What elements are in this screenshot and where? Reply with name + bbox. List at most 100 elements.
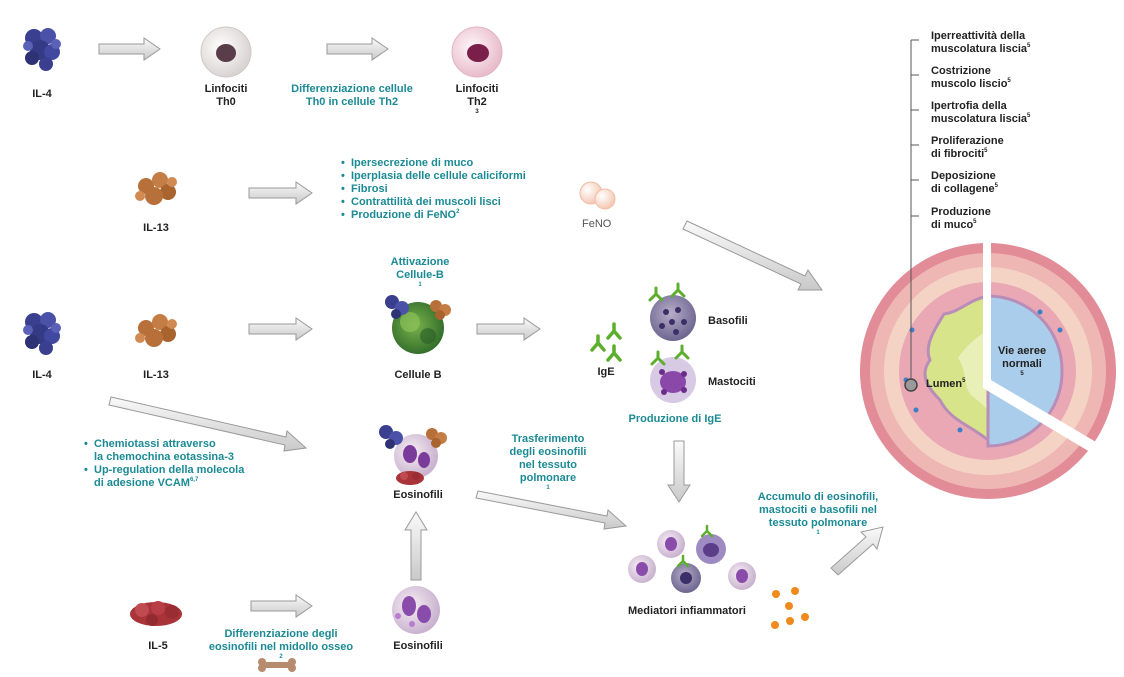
lumen-text: Lumen: [926, 378, 963, 390]
airway-effect-sup: 5: [1007, 78, 1011, 84]
il13-protein-icon-mid: [135, 314, 177, 347]
airway-effect-text: di muco: [931, 219, 974, 231]
airway-effect-text: Iperreattività della: [931, 30, 1026, 42]
lumen-sup: 5: [962, 378, 966, 384]
airway-effect-text: Deposizione: [931, 170, 996, 182]
arrow-il13-effects: [248, 181, 313, 205]
airway-effect-sup: 5: [994, 183, 998, 189]
il4-effect-text: Up-regulation della molecola: [94, 464, 245, 476]
arrow-th0-to-th2: [326, 37, 389, 61]
b-cells-label: Cellule B: [394, 369, 442, 381]
il4-effect-text: la chemochina eotassina-3: [94, 451, 234, 463]
b-activation-text: Cellule-B: [396, 269, 444, 281]
mast-cell-icon: [650, 344, 696, 403]
feno-bubbles-icon: [579, 181, 616, 210]
airway-effect-line: di fibrociti5: [931, 148, 1004, 161]
arrow-mediators-to-airway: [830, 526, 884, 576]
airway-effect-line: di muco5: [931, 219, 991, 232]
airway-effect-text: muscolatura liscia: [931, 43, 1027, 55]
accumulation-line-1: Accumulo di eosinofili,: [757, 491, 879, 503]
airway-effect-text: Proliferazione: [931, 135, 1004, 147]
eosinophil-icon: [392, 586, 440, 634]
th0-label: Linfociti Th0: [196, 83, 256, 109]
il4-label-mid: IL-4: [32, 369, 52, 381]
il5-differentiation-label: Differenziazione degli eosinofili nel mi…: [196, 628, 366, 667]
il13-effect-item: Contrattilità dei muscoli lisci: [341, 196, 561, 209]
eos-transfer-text: polmonare: [519, 472, 577, 484]
il4-effect-text: di adesione VCAM: [94, 477, 190, 489]
il13-effect-item: Fibrosi: [341, 183, 561, 196]
il13-effect-item: Ipersecrezione di muco: [341, 157, 561, 170]
il13-effect-text: Produzione di FeNO: [351, 209, 457, 221]
airway-effect-line: Iperreattività della: [931, 30, 1030, 43]
il4-effect-line: la chemochina eotassina-3: [94, 451, 284, 464]
eos-transfer-line-2: degli eosinofili: [509, 446, 587, 458]
il13-effect-item: Produzione di FeNO2: [341, 209, 561, 222]
arrow-il4-to-th0: [98, 37, 161, 61]
il4-effect-line: Chemiotassi attraverso: [94, 438, 284, 451]
il5-label: IL-5: [148, 640, 168, 652]
ige-production-label: Produzione di IgE: [628, 413, 722, 425]
arrow-eosinophil-up: [404, 511, 428, 581]
normal-airway-line-1: Vie aeree: [997, 345, 1047, 357]
il13-effects-list: Ipersecrezione di mucoIperplasia delle c…: [341, 157, 561, 222]
airway-effect-sup: 5: [1027, 43, 1031, 49]
il5-diff-line-1: Differenziazione degli: [224, 628, 338, 640]
airway-effect-line: Ipertrofia della: [931, 100, 1030, 113]
il4-protein-icon-mid: [23, 312, 61, 355]
il13-label-top: IL-13: [143, 222, 169, 234]
il13-effect-sup: 2: [456, 209, 460, 215]
eos-transfer-sup: 1: [546, 485, 550, 491]
arrow-il13-to-bcells: [248, 317, 313, 341]
accumulation-label: Accumulo di eosinofili, mastociti e baso…: [748, 491, 888, 543]
airway-effect-line: Proliferazione: [931, 135, 1004, 148]
th0-label-line-1: Linfociti: [204, 83, 248, 95]
airway-effect-text: di fibrociti: [931, 148, 985, 160]
airway-effect-text: Ipertrofia della: [931, 100, 1007, 112]
feno-label: FeNO: [582, 218, 612, 230]
th2-label-text: Th2: [467, 96, 487, 108]
th0-diff-line-2: Th0 in cellule Th2: [305, 96, 399, 108]
airway-effect-line: Costrizione: [931, 65, 1011, 78]
il13-effect-text: Ipersecrezione di muco: [351, 157, 474, 169]
th0-label-line-2: Th0: [216, 96, 236, 108]
mediator-particles-icon: [771, 587, 809, 629]
airway-effect-line: di collagene5: [931, 183, 998, 196]
airway-effect-text: di collagene: [931, 183, 995, 195]
arrow-eosinophils-to-mediators: [475, 490, 628, 530]
il13-effect-text: Fibrosi: [351, 183, 388, 195]
airway-effect-text: Costrizione: [931, 65, 991, 77]
il4-effect-line: Up-regulation della molecola: [94, 464, 284, 477]
airway-effect-line: muscolatura liscia5: [931, 113, 1030, 126]
airway-effect-line: muscolo liscio5: [931, 78, 1011, 91]
il13-effect-text: Contrattilità dei muscoli lisci: [351, 196, 501, 208]
th2-label-line-1: Linfociti: [455, 83, 499, 95]
il5-diff-sup: 2: [279, 654, 283, 660]
airway-effect-sup: 5: [1027, 113, 1031, 119]
eosinophil-label-bottom: Eosinofili: [393, 640, 443, 652]
il13-effect-text: Iperplasia delle cellule caliciformi: [351, 170, 526, 182]
lumen-label: Lumen5: [926, 378, 965, 391]
eosinophil-activated-icon: [379, 425, 447, 485]
il4-protein-icon: [23, 28, 61, 71]
airway-effect-line: muscolatura liscia5: [931, 43, 1030, 56]
eos-transfer-line-3: nel tessuto: [518, 459, 578, 471]
th0-differentiation-label: Differenziazione cellule Th0 in cellule …: [282, 83, 422, 109]
airway-effect-text: muscolatura liscia: [931, 113, 1027, 125]
